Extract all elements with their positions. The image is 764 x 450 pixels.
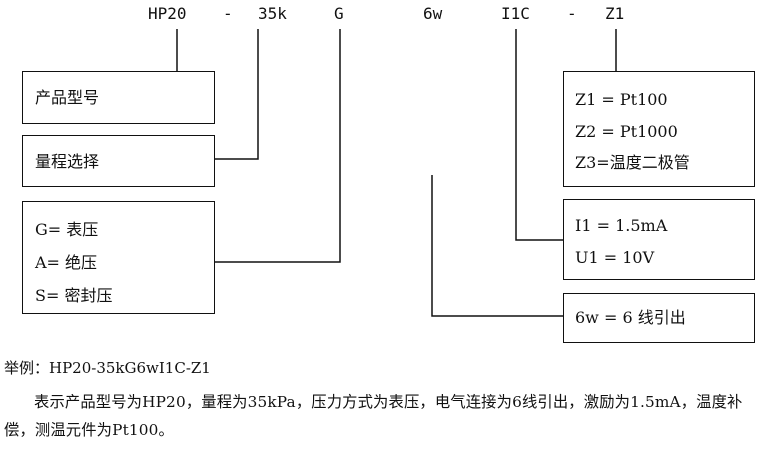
code-pressure: G [334,4,344,23]
example-label: 举例：HP20-35kG6wI1C-Z1 [4,359,211,377]
temp-option-z3: Z3=温度二极管 [575,153,690,172]
example-description: 表示产品型号为HP20，量程为35kPa，压力方式为表压，电气连接为6线引出，激… [4,393,743,439]
range-select-label: 量程选择 [35,152,100,171]
excitation-option-i1: I1 = 1.5mA [575,216,668,235]
code-range: 35k [258,4,287,23]
excitation-box: I1 = 1.5mA U1 = 10V [563,199,755,280]
connector-wiring [431,175,563,317]
connector-excitation [515,29,563,241]
range-select-box: 量程选择 [22,135,215,187]
wiring-box: 6w = 6 线引出 [563,293,755,343]
code-wiring: 6w [423,4,443,23]
code-dash-1: - [223,4,233,23]
temp-option-z2: Z2 = Pt1000 [575,122,678,141]
code-dash-2: - [567,4,577,23]
connector-pressure [214,29,341,263]
excitation-option-u1: U1 = 10V [575,248,655,267]
temp-element-box: Z1 = Pt100 Z2 = Pt1000 Z3=温度二极管 [563,71,755,187]
product-model-box: 产品型号 [22,71,215,124]
code-excitation: I1C [501,4,530,23]
code-hp20: HP20 [148,4,187,23]
wiring-option: 6w = 6 线引出 [575,308,686,327]
pressure-type-gauge: G= 表压 [35,220,99,239]
pressure-type-sealed: S= 密封压 [35,286,113,305]
connector-range [214,29,259,160]
product-model-label: 产品型号 [35,88,100,107]
temp-option-z1: Z1 = Pt100 [575,90,668,109]
pressure-type-box: G= 表压 A= 绝压 S= 密封压 [22,201,215,314]
pressure-type-absolute: A= 绝压 [35,253,98,272]
code-temp: Z1 [605,4,625,23]
